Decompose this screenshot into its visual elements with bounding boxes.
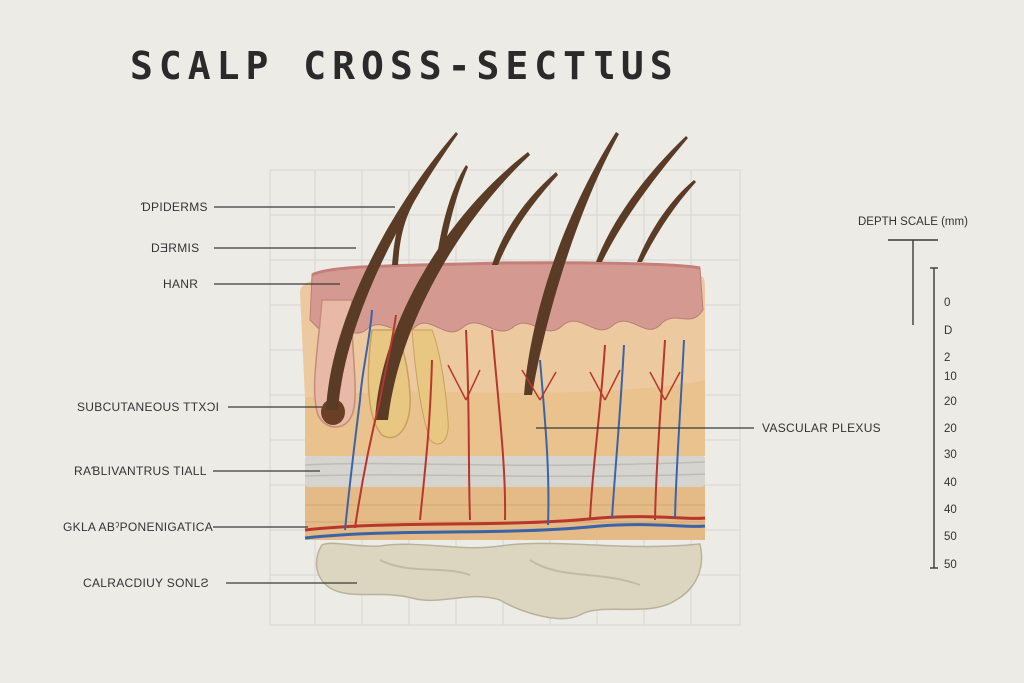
label-bone: CALRACDIUY SONLƧ <box>83 576 209 590</box>
aponeurosis-band <box>305 455 705 487</box>
label-aponeurotica: RAƁLIVANTRUS TIALL <box>74 464 207 478</box>
depth-tick: D <box>944 325 953 337</box>
vascular-plexus <box>304 309 706 540</box>
page-title: SCALP CROSS-SECTƖUS <box>130 44 679 88</box>
depth-tick: 30 <box>944 449 957 461</box>
label-subcutaneous: SUBCUTANEOUS TTXƆI <box>77 400 220 414</box>
label-dermis: DƎRMIS <box>151 241 200 255</box>
label-galea: GKLA ABˀPONENIGATICA <box>63 520 214 534</box>
label-hair: HANR <box>163 277 199 291</box>
depth-tick: 20 <box>944 396 957 408</box>
depth-tick: 20 <box>944 423 957 435</box>
depth-scale-title: DEPTH SCALE (mm) <box>858 216 968 228</box>
label-vascular-plexus: VASCULAR PLEXUS <box>762 421 881 435</box>
depth-tick: 50 <box>944 559 957 571</box>
hair-shafts <box>326 132 696 420</box>
depth-tick: 40 <box>944 477 957 489</box>
depth-tick: 40 <box>944 504 957 516</box>
leader-lines <box>213 206 754 584</box>
skull-bone <box>315 542 703 620</box>
depth-scale <box>888 239 938 569</box>
label-epidermis: ƊPIDERMS <box>141 200 208 214</box>
depth-tick: 2 <box>944 352 951 364</box>
depth-tick: 50 <box>944 531 957 543</box>
depth-tick: 10 <box>944 371 957 383</box>
depth-tick: 0 <box>944 297 951 309</box>
